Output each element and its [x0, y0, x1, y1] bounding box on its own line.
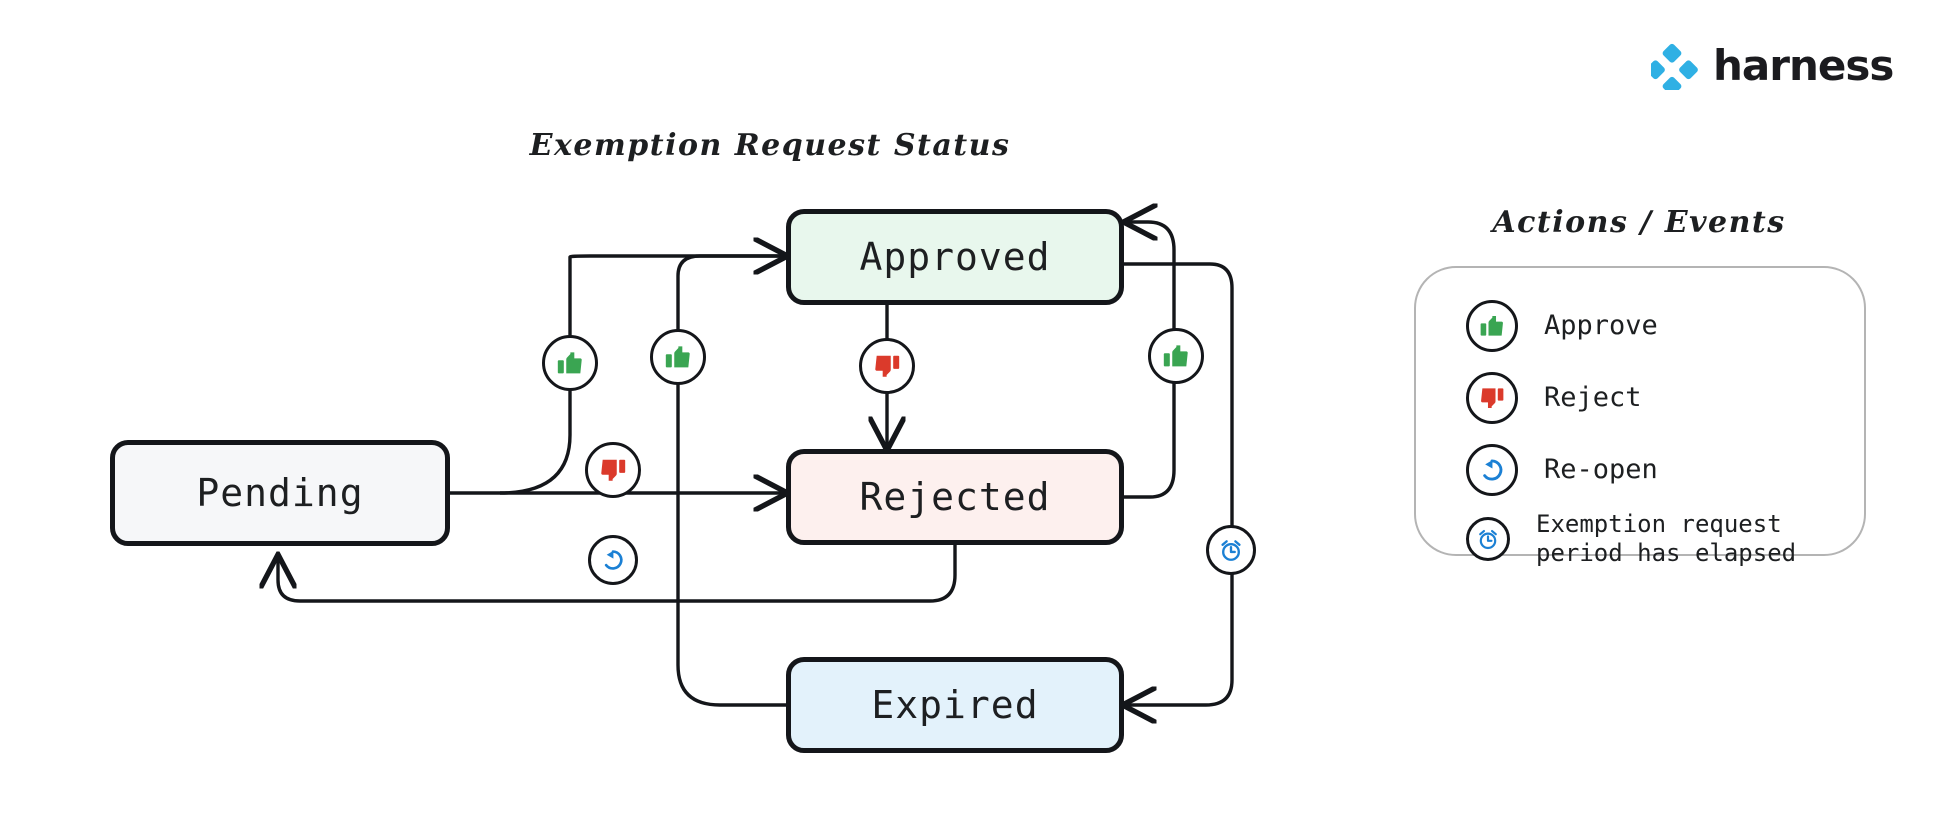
reopen-icon: [600, 547, 626, 573]
legend-label-elapsed: Exemption request period has elapsed: [1536, 510, 1797, 568]
edge-badge-reopen[interactable]: [588, 535, 638, 585]
legend-badge-reopen: [1466, 444, 1518, 496]
state-node-rejected[interactable]: Rejected: [786, 449, 1124, 545]
state-node-approved[interactable]: Approved: [786, 209, 1124, 305]
legend-badge-approve: [1466, 300, 1518, 352]
legend-item-elapsed: Exemption request period has elapsed: [1466, 510, 1796, 569]
edge-badge-rejected-approve[interactable]: [1148, 328, 1204, 384]
alarm-clock-icon: [1476, 527, 1500, 551]
legend-label-reject: Reject: [1544, 381, 1642, 413]
edge-badge-pending-reject[interactable]: [585, 442, 641, 498]
edge-badge-expire[interactable]: [1206, 525, 1256, 575]
thumbs-down-icon: [872, 351, 902, 381]
alarm-clock-icon: [1218, 537, 1244, 563]
edge-expired-to-approved: [676, 254, 786, 707]
thumbs-up-icon: [1161, 341, 1191, 371]
state-node-approved-label: Approved: [859, 235, 1051, 279]
edge-badge-approved-reject[interactable]: [859, 338, 915, 394]
edge-badge-pending-approve[interactable]: [542, 335, 598, 391]
thumbs-down-icon: [1478, 384, 1506, 412]
legend-badge-reject: [1466, 372, 1518, 424]
edge-badge-expired-approve[interactable]: [650, 329, 706, 385]
state-node-rejected-label: Rejected: [859, 475, 1051, 519]
thumbs-up-icon: [1478, 312, 1506, 340]
legend-label-reopen: Re-open: [1544, 453, 1658, 485]
state-node-expired[interactable]: Expired: [786, 657, 1124, 753]
legend-panel: Approve Reject Re-open Exemption request…: [1414, 266, 1866, 567]
thumbs-up-icon: [663, 342, 693, 372]
legend-item-reject: Reject: [1466, 372, 1642, 424]
legend-badge-elapsed: [1466, 517, 1510, 562]
state-node-expired-label: Expired: [871, 683, 1039, 727]
state-node-pending[interactable]: Pending: [110, 440, 450, 546]
thumbs-up-icon: [555, 348, 585, 378]
state-node-pending-label: Pending: [196, 471, 364, 515]
legend-item-reopen: Re-open: [1466, 444, 1658, 496]
legend-label-approve: Approve: [1544, 309, 1658, 341]
diagram-title: Exemption Request Status: [529, 128, 1011, 163]
harness-diamond-logo-icon: [1651, 43, 1698, 90]
brand-wordmark: harness: [1713, 41, 1894, 90]
thumbs-down-icon: [598, 455, 628, 485]
brand-logo: harness: [1651, 41, 1894, 90]
legend-item-approve: Approve: [1466, 300, 1658, 352]
reopen-icon: [1478, 456, 1506, 484]
legend-title: Actions / Events: [1492, 205, 1786, 240]
